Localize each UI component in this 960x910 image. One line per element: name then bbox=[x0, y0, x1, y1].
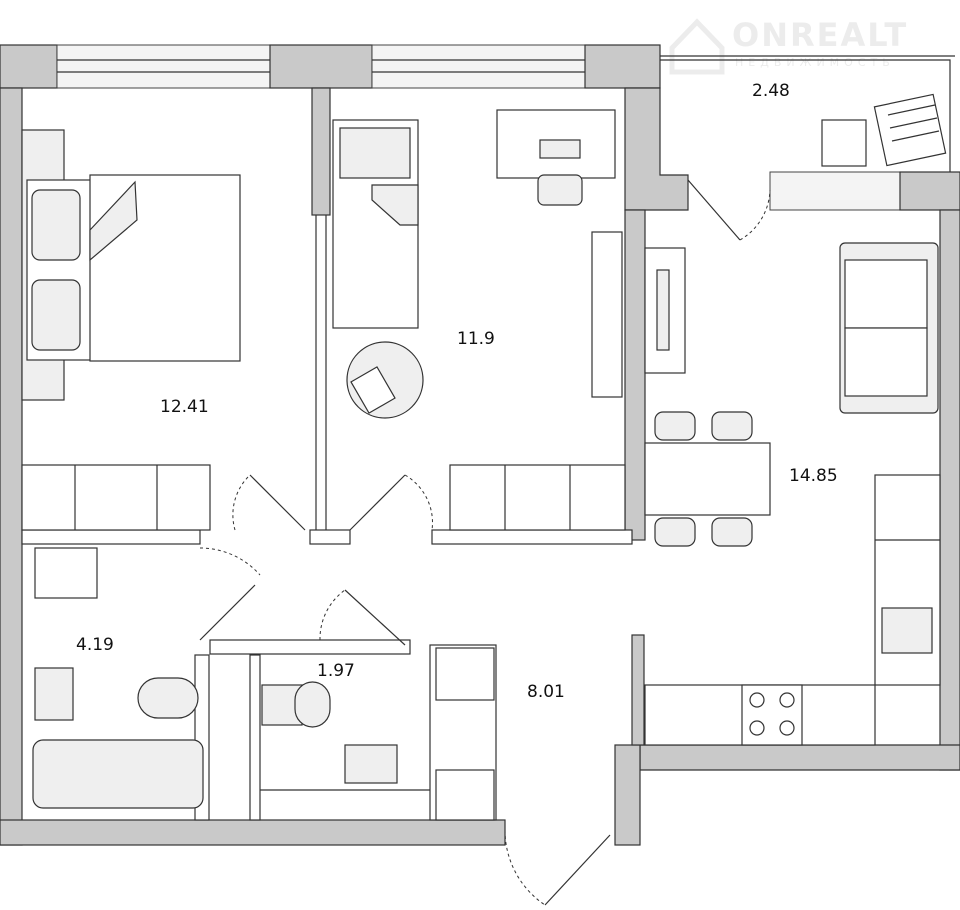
area-label-bathroom: 4.19 bbox=[76, 635, 114, 655]
area-label-bedroom-1: 12.41 bbox=[160, 397, 209, 417]
watermark-subtitle: НЕДВИЖИМОСТЬ bbox=[735, 56, 895, 69]
bedroom-2-furniture bbox=[332, 109, 626, 531]
doors bbox=[199, 179, 771, 906]
living-furniture bbox=[644, 242, 941, 746]
watermark-brand: ONREALT bbox=[732, 16, 908, 54]
walls bbox=[0, 44, 960, 846]
watermark-logo: ONREALT НЕДВИЖИМОСТЬ bbox=[669, 16, 908, 75]
bedroom-1-furniture bbox=[21, 129, 241, 531]
area-label-balcony: 2.48 bbox=[752, 81, 790, 101]
area-label-toilet: 1.97 bbox=[317, 661, 355, 681]
bathroom-furniture bbox=[32, 547, 495, 821]
area-label-hallway: 8.01 bbox=[527, 682, 565, 702]
area-label-kitchen-living: 14.85 bbox=[789, 466, 838, 486]
balcony bbox=[660, 55, 960, 211]
area-label-bedroom-2: 11.9 bbox=[457, 329, 495, 349]
